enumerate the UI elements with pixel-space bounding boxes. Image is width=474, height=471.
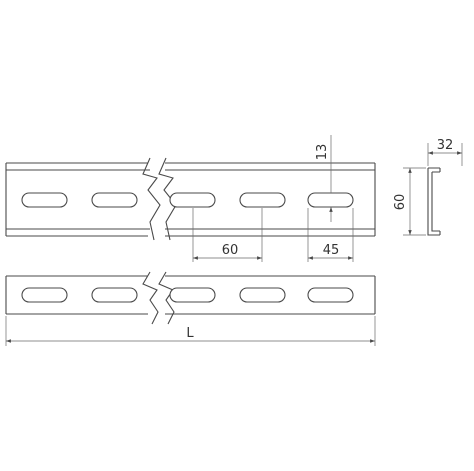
slot — [239, 192, 286, 208]
dim-label-slot-pitch: 60 — [222, 243, 239, 258]
dim-profile-height: 60 — [393, 167, 426, 236]
dim-label-profile-height: 60 — [393, 194, 408, 211]
dim-label-profile-width: 32 — [437, 138, 454, 153]
slot — [307, 192, 354, 208]
dim-profile-width: 32 — [427, 138, 463, 166]
dim-label-slot-length: 45 — [323, 243, 340, 258]
slot — [91, 192, 138, 208]
slot — [307, 287, 354, 303]
slot — [169, 287, 216, 303]
dim-label-total-length: L — [186, 326, 194, 341]
slot — [21, 192, 68, 208]
section-view — [427, 167, 441, 236]
dim-total-length: L — [5, 316, 376, 346]
slot — [91, 287, 138, 303]
dim-slot-length: 45 — [307, 208, 354, 262]
slot — [239, 287, 286, 303]
front-view — [5, 157, 376, 241]
bottom-view — [5, 271, 376, 325]
slot — [21, 287, 68, 303]
dim-slot-height: 13 — [315, 135, 333, 222]
slot — [169, 192, 216, 208]
dim-slot-pitch: 60 — [192, 208, 263, 262]
dim-label-slot-height: 13 — [315, 144, 330, 161]
